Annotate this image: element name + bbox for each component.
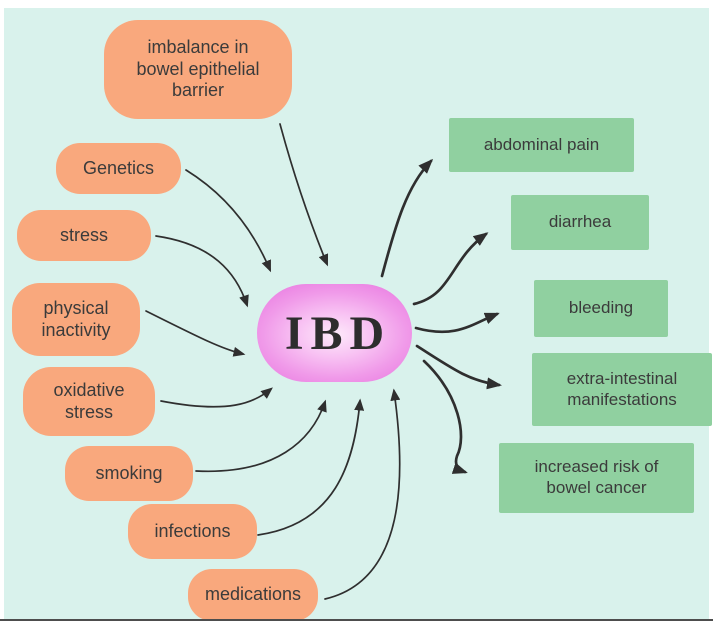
cause-medications: medications (188, 569, 318, 621)
cause-infections: infections (128, 504, 257, 559)
arrow-ibd-to-diarrhea (412, 232, 489, 306)
arrow-medications-to-ibd (324, 388, 401, 600)
cause-genetics: Genetics (56, 143, 181, 194)
figure-bottom-border (0, 619, 713, 621)
arrow-genetics-to-ibd (185, 169, 271, 273)
arrow-oxidative-stress-to-ibd (160, 387, 273, 408)
arrow-smoking-to-ibd (195, 399, 327, 473)
effect-extra-intestinal-manifestations: extra-intestinal manifestations (532, 353, 712, 426)
arrow-imbalance-to-ibd (279, 123, 329, 267)
effect-increased-risk-bowel-cancer: increased risk of bowel cancer (499, 443, 694, 513)
cause-smoking: smoking (65, 446, 193, 501)
cause-stress: stress (17, 210, 151, 261)
center-label: IBD (284, 306, 392, 360)
arrow-ibd-to-extra-intestinal (415, 344, 502, 390)
effect-bleeding: bleeding (534, 280, 668, 337)
arrow-ibd-to-abdominal-pain (380, 158, 434, 278)
cause-oxidative-stress: oxidative stress (23, 367, 155, 436)
center-node-ibd: IBD (257, 284, 412, 382)
diagram-background: imbalance in bowel epithelial barrier Ge… (4, 8, 712, 621)
arrow-infections-to-ibd (257, 398, 365, 536)
effect-diarrhea: diarrhea (511, 195, 649, 250)
effect-abdominal-pain: abdominal pain (449, 118, 634, 172)
cause-physical-inactivity: physical inactivity (12, 283, 140, 356)
arrow-physical-inactivity-to-ibd (145, 310, 246, 357)
cause-imbalance-bowel-epithelial-barrier: imbalance in bowel epithelial barrier (104, 20, 292, 119)
arrow-stress-to-ibd (155, 235, 249, 308)
arrow-ibd-to-bleeding (414, 312, 500, 334)
arrow-ibd-to-increased-risk (422, 359, 468, 474)
